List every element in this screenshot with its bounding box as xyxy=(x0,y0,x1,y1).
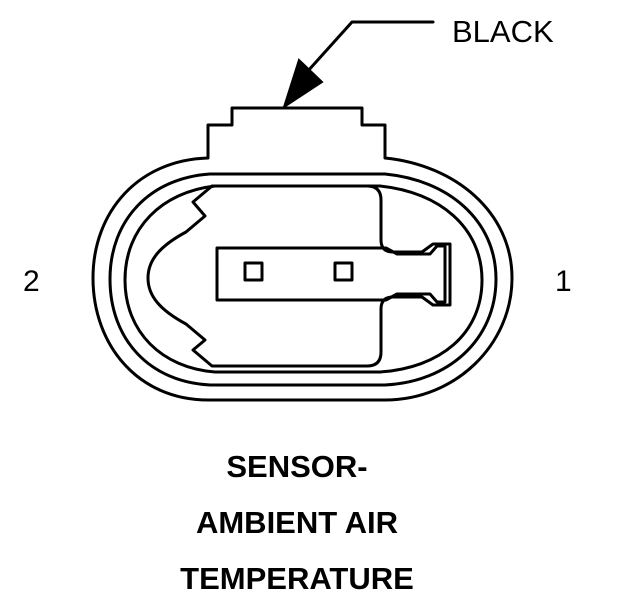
leader-line xyxy=(305,20,435,74)
housing-outer-outline xyxy=(91,106,514,402)
title-line-2: AMBIENT AIR xyxy=(196,505,398,540)
pin-label-1: 1 xyxy=(555,265,572,298)
title-line-3: TEMPERATURE xyxy=(180,561,414,596)
leader-arrowhead xyxy=(282,58,324,110)
callout-leader xyxy=(282,20,435,110)
terminal-cavity xyxy=(146,184,452,368)
terminal-blade xyxy=(215,244,447,304)
wire-color-label: BLACK xyxy=(452,14,554,49)
pin-2-contact xyxy=(243,261,264,282)
pin-label-2: 2 xyxy=(23,265,40,298)
pin-1-contact xyxy=(333,261,354,282)
component-title: SENSOR- AMBIENT AIR TEMPERATURE xyxy=(180,449,414,596)
title-line-1: SENSOR- xyxy=(226,449,367,484)
housing-inner-wall xyxy=(123,184,484,374)
housing-inner-outline xyxy=(108,172,498,387)
connector-housing xyxy=(91,106,514,402)
